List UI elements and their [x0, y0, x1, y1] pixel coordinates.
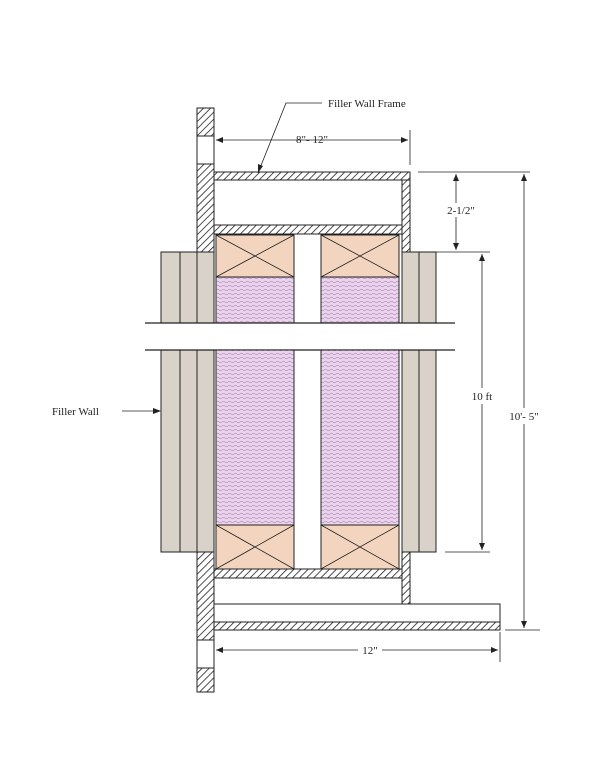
- height-10ft-label: 10 ft: [472, 391, 492, 403]
- wood-blocks-bottom: [215, 524, 400, 570]
- frame-width-label: 8"- 12": [296, 134, 328, 146]
- filler-wall-frame-label: Filler Wall Frame: [328, 98, 406, 110]
- filler-wall-callout: Filler Wall: [52, 406, 161, 418]
- dimension-bottom-width: 12": [213, 632, 501, 662]
- dimension-frame-width: 8"- 12": [213, 130, 411, 165]
- height-total-label: 10'- 5": [509, 411, 538, 423]
- dimension-top-gap: 2-1/2": [418, 171, 530, 253]
- top-gap-label: 2-1/2": [447, 205, 475, 217]
- insulation-upper: [215, 276, 400, 324]
- bottom-width-label: 12": [362, 645, 378, 657]
- filler-wall-frame-callout: Filler Wall Frame: [257, 98, 406, 174]
- dimension-10ft: 10 ft: [445, 254, 501, 553]
- filler-wall-label: Filler Wall: [52, 406, 99, 418]
- insulation-lower: [215, 349, 400, 526]
- wood-blocks-top: [215, 234, 400, 278]
- dimension-total-height: 10'- 5": [502, 174, 548, 631]
- break-lines: [140, 322, 460, 351]
- bottom-frame: [213, 551, 501, 631]
